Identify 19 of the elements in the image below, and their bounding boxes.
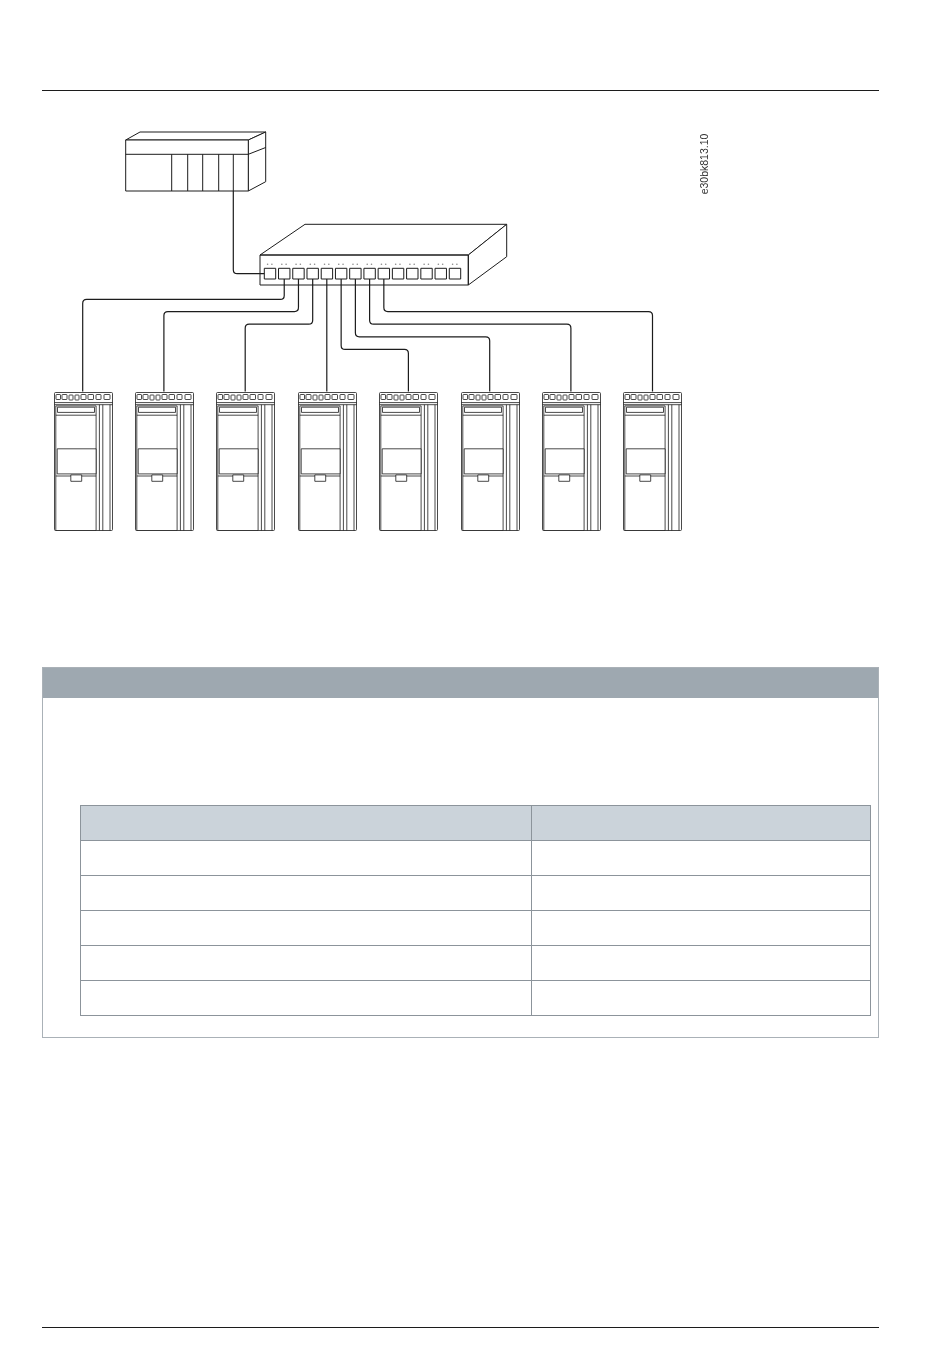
drawing-number: e30bk813.10 — [698, 133, 710, 195]
drive-unit — [623, 391, 683, 531]
network-cable — [369, 278, 572, 393]
drive-unit — [216, 391, 275, 531]
drive-unit — [134, 391, 194, 531]
plc-rack — [124, 131, 267, 192]
network-cable — [383, 278, 654, 393]
network-cable — [82, 278, 285, 393]
drive-unit — [460, 391, 520, 531]
drive-unit — [53, 391, 113, 531]
network-cable — [244, 278, 314, 393]
network-cable — [354, 278, 491, 393]
drive-unit — [379, 391, 439, 531]
network-cable — [326, 278, 328, 393]
network-cable — [232, 190, 265, 275]
drive-unit — [541, 391, 601, 531]
drive-unit — [297, 391, 357, 531]
network-cable — [340, 278, 409, 393]
network-cable — [163, 278, 300, 393]
